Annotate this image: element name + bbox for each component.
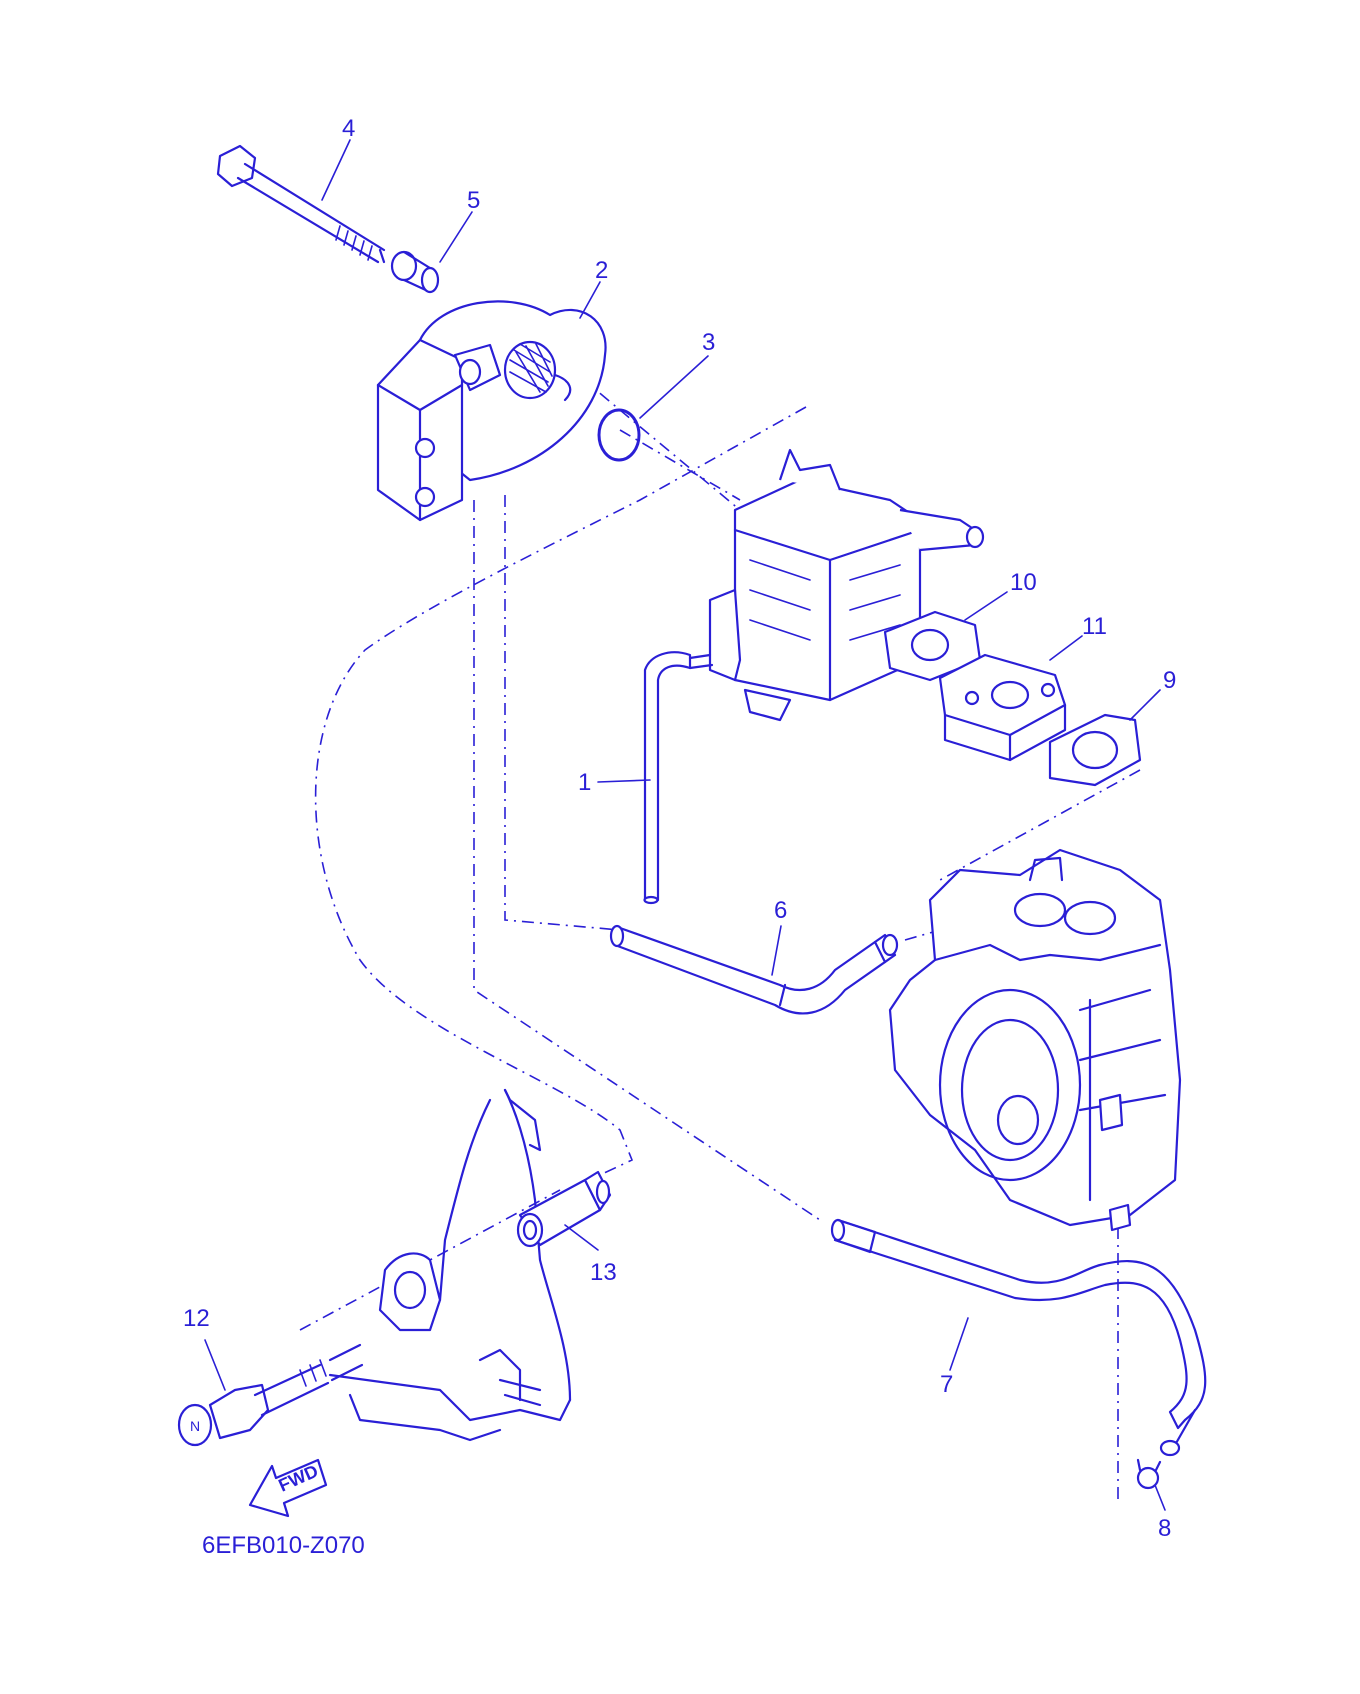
- callout-8: 8: [1158, 1515, 1171, 1542]
- callout-3: 3: [702, 329, 715, 356]
- part-12-knob: N: [177, 1343, 364, 1447]
- callout-7: 7: [940, 1371, 953, 1398]
- part-3-o-ring: [597, 408, 641, 462]
- part-11-spacer: [938, 653, 1067, 762]
- carburetor: [688, 448, 985, 722]
- drawing-code: 6EFB010-Z070: [202, 1532, 365, 1559]
- callout-2: 2: [595, 257, 608, 284]
- part-4-bolt: [216, 144, 386, 264]
- callout-12: 12: [183, 1305, 210, 1332]
- part-9-gasket: [1048, 713, 1142, 787]
- callout-9: 9: [1163, 667, 1176, 694]
- callout-5: 5: [467, 187, 480, 214]
- part-5-collar: [390, 250, 440, 294]
- callout-11: 11: [1082, 613, 1107, 640]
- callout-labels: 4 5 2 3 10 11 9 1 6 7 8 13 12: [183, 115, 1176, 1542]
- lower-bracket: [328, 1088, 572, 1442]
- part-7-hose: [830, 1218, 1207, 1457]
- knob-label: N: [190, 1418, 200, 1434]
- callout-13: 13: [590, 1259, 617, 1286]
- callout-4: 4: [342, 115, 355, 142]
- fwd-arrow: FWD: [248, 1458, 328, 1518]
- part-8-clip: [1136, 1458, 1162, 1490]
- part-2-silencer: [376, 300, 607, 522]
- engine-block: [888, 848, 1182, 1232]
- callout-1: 1: [578, 769, 591, 796]
- callout-6: 6: [774, 897, 787, 924]
- part-13-grommet: [516, 1170, 612, 1248]
- callout-10: 10: [1010, 569, 1037, 596]
- callout-leaders: [204, 139, 1166, 1511]
- part-1-hose: [643, 651, 692, 905]
- part-6-hose: [609, 924, 899, 1015]
